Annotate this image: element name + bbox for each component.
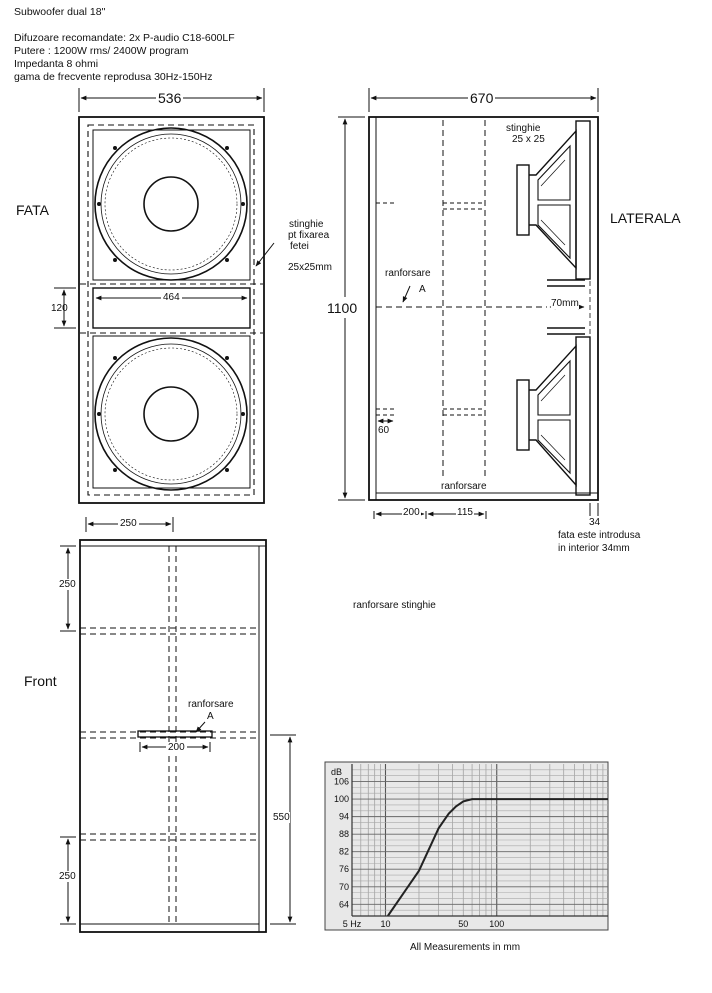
strip-note-4: 25x25mm	[288, 262, 332, 273]
middle-note: ranforsare stinghie	[353, 600, 436, 611]
front-view	[78, 116, 265, 504]
top-driver-outer	[94, 127, 248, 281]
header-title: Subwoofer dual 18"	[14, 6, 106, 18]
strip-note-3: fetei	[290, 241, 309, 252]
y-tick-label: 94	[339, 812, 349, 822]
back-dim-200-label: 200	[166, 742, 187, 753]
front-screw-dots	[97, 146, 245, 472]
side-depth-label: 670	[468, 90, 496, 106]
header-power: Putere : 1200W rms/ 2400W program	[14, 45, 189, 57]
x-tick-label: 10	[380, 919, 390, 929]
front-outer-panel	[78, 116, 265, 504]
side-brace-bottom-label: ranforsare	[441, 481, 487, 492]
side-dim-60: 60	[378, 425, 390, 436]
front-baffle-bottom	[575, 336, 591, 496]
header-impedance: Impedanta 8 ohmi	[14, 58, 99, 70]
back-dim-250-bottom-label: 250	[59, 871, 76, 882]
y-tick-label: 88	[339, 829, 349, 839]
response-curve	[386, 798, 608, 917]
chart-y-ticks: 106 100 94 88 82 76 70 64	[334, 777, 349, 910]
gap-height-label: 120	[51, 303, 68, 314]
side-strip-2: 25 x 25	[512, 134, 545, 145]
x-tick-label: 5 Hz	[343, 919, 362, 929]
x-tick-label: 100	[489, 919, 504, 929]
y-tick-label: 70	[339, 882, 349, 892]
port-width-label: 464	[161, 292, 182, 303]
back-brace-label: ranforsare	[188, 699, 234, 710]
side-port-depth-label: 70mm	[551, 298, 579, 309]
y-tick-label: 82	[339, 847, 349, 857]
y-tick-label: 76	[339, 864, 349, 874]
bottom-driver-dustcap	[143, 386, 199, 442]
back-outer-panel	[79, 539, 267, 933]
back-brace-A	[137, 730, 213, 738]
bottom-driver-frame	[92, 335, 251, 489]
back-dim-550-label: 550	[273, 812, 290, 823]
x-tick-label: 50	[458, 919, 468, 929]
front-port	[92, 287, 251, 329]
back-dim-250-top-label: 250	[118, 518, 139, 529]
header-drivers: Difuzoare recomandate: 2x P-audio C18-60…	[14, 32, 235, 44]
side-brace-label: ranforsare	[385, 268, 431, 279]
back-brace-marker: A	[207, 711, 214, 722]
front-baffle-top	[575, 120, 591, 280]
side-strip-1: stinghie	[506, 123, 541, 134]
y-tick-label: 106	[334, 777, 349, 787]
inset-note-2: in interior 34mm	[558, 543, 630, 554]
side-brace-marker: A	[419, 284, 426, 295]
y-tick-label: 64	[339, 899, 349, 909]
response-chart: 106 100 94 88 82 76 70 64 5 Hz 10 50 100	[324, 761, 609, 931]
strip-leader	[255, 242, 275, 267]
side-driver-bottom	[516, 344, 577, 487]
chart-y-unit: dB	[331, 767, 343, 777]
strip-note-2: pt fixarea	[288, 230, 330, 241]
side-dim-34-label: 34	[589, 517, 601, 528]
front-inner-frame	[87, 124, 255, 496]
chart-x-ticks: 5 Hz 10 50 100	[343, 919, 505, 929]
top-driver-dustcap	[143, 176, 199, 232]
front-view-title: FATA	[16, 202, 49, 218]
back-view-title: Front	[24, 673, 57, 689]
side-height-label: 1100	[326, 300, 359, 316]
header-frequency-range: gama de frecvente reprodusa 30Hz-150Hz	[14, 71, 213, 83]
side-dim-115-label: 115	[456, 507, 474, 518]
side-view-title: LATERALA	[610, 210, 681, 226]
chart-footer: All Measurements in mm	[410, 942, 521, 953]
y-tick-label: 100	[334, 794, 349, 804]
front-width-label: 536	[156, 90, 184, 106]
back-dim-250-left-label: 250	[59, 579, 76, 590]
side-driver-top	[516, 129, 577, 270]
side-outer-panel	[368, 116, 599, 501]
bottom-driver-outer	[94, 337, 248, 491]
strip-note-1: stinghie	[289, 219, 324, 230]
inset-note-1: fata este introdusa	[558, 530, 641, 541]
side-dim-200-label: 200	[402, 507, 421, 518]
back-view	[79, 539, 267, 933]
